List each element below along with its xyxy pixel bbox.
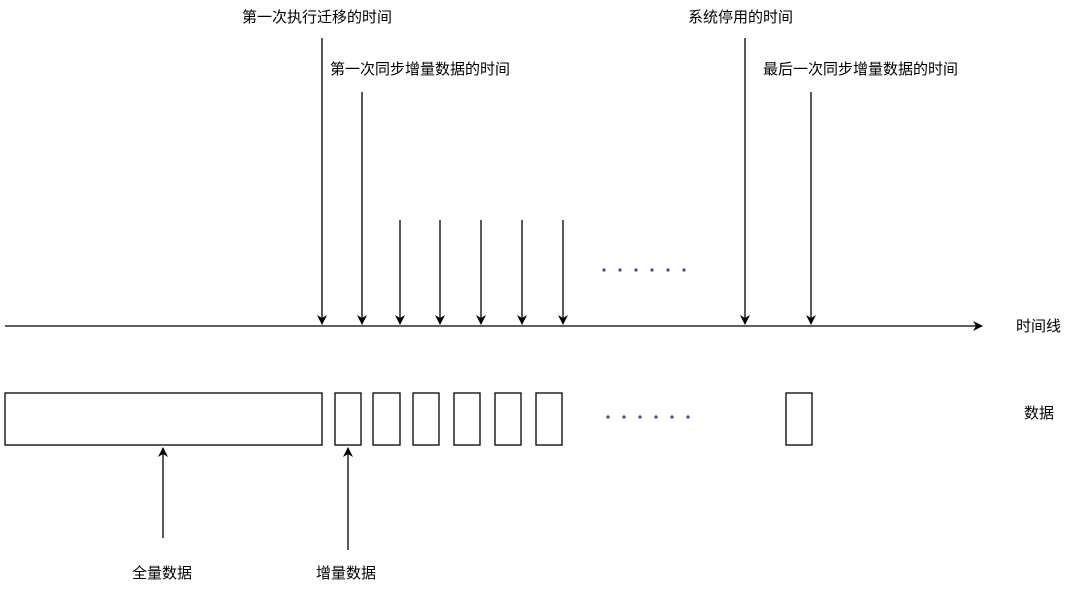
label-last-incremental-sync-time: 最后一次同步增量数据的时间 bbox=[763, 60, 958, 78]
label-full-data: 全量数据 bbox=[132, 564, 192, 582]
label-timeline: 时间线 bbox=[1016, 317, 1061, 335]
incremental-data-block-3 bbox=[412, 392, 440, 446]
label-incremental-data: 增量数据 bbox=[316, 564, 376, 582]
label-system-stop-time: 系统停用的时间 bbox=[688, 8, 793, 26]
label-first-incremental-sync-time: 第一次同步增量数据的时间 bbox=[330, 60, 510, 78]
incremental-data-block-last bbox=[785, 392, 813, 446]
incremental-data-block-4 bbox=[453, 392, 481, 446]
incremental-data-block-6 bbox=[535, 392, 563, 446]
label-data: 数据 bbox=[1024, 404, 1054, 422]
incremental-data-block-1 bbox=[334, 392, 362, 446]
incremental-data-block-2 bbox=[372, 392, 401, 446]
incremental-data-block-5 bbox=[494, 392, 522, 446]
label-first-migration-time: 第一次执行迁移的时间 bbox=[242, 8, 392, 26]
ellipsis-dots-bottom bbox=[606, 415, 690, 419]
ellipsis-dots-top bbox=[602, 268, 686, 272]
full-data-block bbox=[4, 392, 323, 446]
